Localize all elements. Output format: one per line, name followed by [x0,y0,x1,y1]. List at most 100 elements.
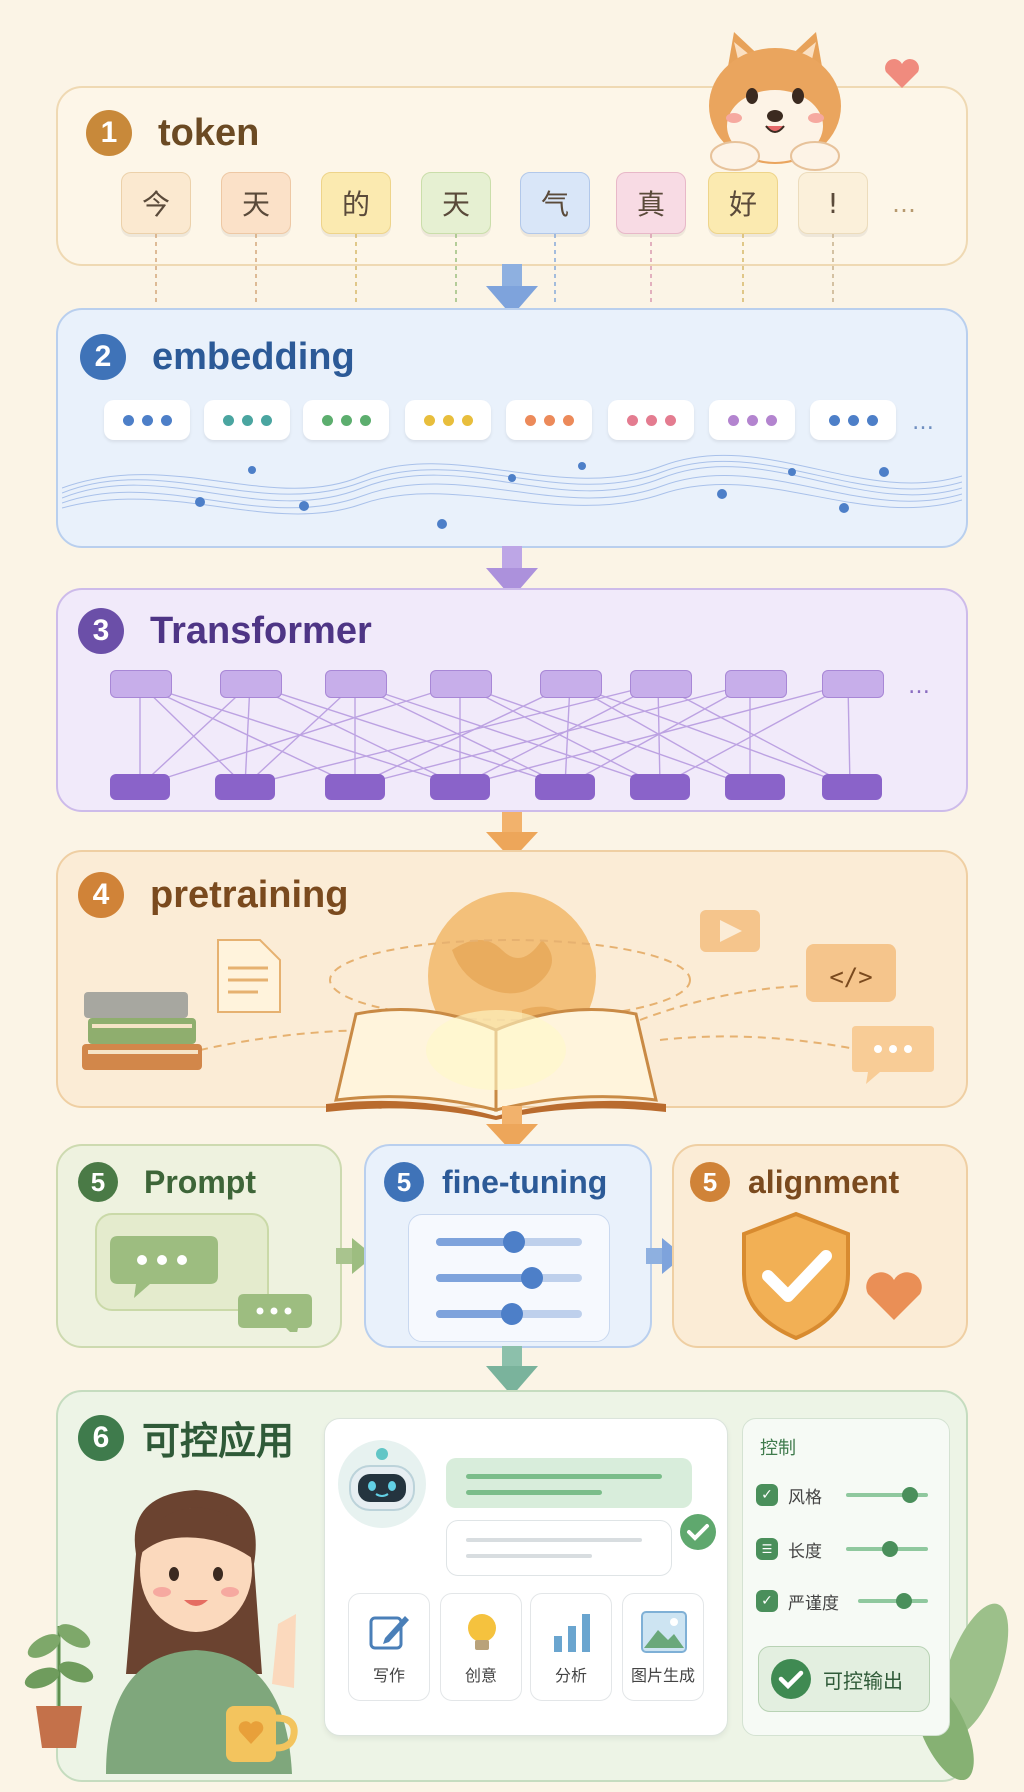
finetuning-title: 5 fine-tuning [384,1162,607,1202]
shield-check-icon [742,1211,850,1340]
embedding-vector [104,400,190,440]
attention-node [535,774,595,800]
embedding-wave [62,454,962,529]
embedding-vector [810,400,896,440]
embedding-vector [709,400,795,440]
book-stack-icon [82,992,202,1070]
control-title: 控制 [760,1438,796,1459]
token-connectors [155,234,834,304]
text-line [466,1490,602,1495]
attention-node [540,670,602,698]
prompt-title-text: Prompt [144,1163,256,1200]
embedding-title-text: embedding [152,335,355,378]
arrow-down-icon [486,812,538,860]
woman-icon [106,1490,296,1774]
token-chip: ! [798,172,868,234]
slider-icon [436,1231,582,1325]
stage-number-5: 5 [690,1162,730,1202]
check-icon: ✓ [756,1590,778,1612]
embedding-vector [303,400,389,440]
mug-icon [226,1706,298,1762]
robot-icon [338,1440,426,1528]
controlled-output-button[interactable]: 可控输出 [758,1646,930,1712]
stage-number-5: 5 [78,1162,118,1202]
feature-label: 图片生成 [630,1666,695,1685]
stage-number-6: 6 [78,1414,124,1461]
embedding-vector [204,400,290,440]
attention-node [822,774,882,800]
document-icon [217,939,281,1013]
feature-label: 创意 [464,1666,497,1685]
slider-thumb[interactable] [882,1541,898,1557]
control-label: 长度 [788,1541,822,1562]
embedding-title: 2 embedding [80,334,355,380]
token-chip: 今 [121,172,191,234]
attention-node [822,670,884,698]
lightbulb-icon [468,1614,496,1650]
arrow-down-icon [486,1346,538,1396]
transformer-title: 3 Transformer [78,608,372,654]
token-title-text: token [158,111,260,154]
alignment-title-text: alignment [748,1163,900,1200]
transformer-title-text: Transformer [150,609,372,652]
application-title-text: 可控应用 [142,1421,295,1463]
attention-network [139,683,851,787]
embedding-vector [506,400,592,440]
token-chip: 真 [616,172,686,234]
feature-button-creativity[interactable]: 创意 [440,1593,522,1701]
arrow-down-icon [486,264,538,316]
application-title: 6 可控应用 [78,1410,294,1465]
image-icon [641,1611,687,1653]
arrow-down-icon [486,546,538,598]
attention-node [430,774,490,800]
attention-node [110,670,172,698]
text-line [466,1474,662,1479]
token-more: … [892,190,916,218]
feature-button-analysis[interactable]: 分析 [530,1593,612,1701]
embedding-more: … [912,410,934,435]
token-chip: 天 [421,172,491,234]
feature-button-image-generation[interactable]: 图片生成 [622,1593,704,1701]
plant-icon [24,1624,94,1748]
transformer-panel [56,588,968,812]
attention-node [430,670,492,698]
attention-node [220,670,282,698]
feature-label: 写作 [372,1666,405,1685]
alignment-title: 5 alignment [690,1162,899,1202]
text-line [466,1554,592,1558]
attention-node [725,774,785,800]
slider-thumb[interactable] [896,1593,912,1609]
input-bubble [446,1520,672,1576]
embedding-vector [405,400,491,440]
control-slider-length[interactable] [846,1541,928,1557]
finetuning-title-text: fine-tuning [442,1163,608,1200]
control-style: ✓ 风格 [756,1480,822,1510]
pretraining-title: 4 pretraining [78,872,348,918]
check-icon [771,1659,811,1699]
heart-icon [885,59,919,88]
attention-node [215,774,275,800]
arrow-right-icon [336,1238,374,1274]
pencil-icon [369,1616,409,1650]
text-line [466,1538,642,1542]
bar-chart-icon [554,1614,590,1652]
token-chip: 气 [520,172,590,234]
control-slider-rigor[interactable] [858,1593,928,1609]
control-length: ☰ 长度 [756,1534,822,1564]
attention-node [725,670,787,698]
attention-node [325,670,387,698]
attention-node [630,774,690,800]
control-slider-style[interactable] [846,1487,928,1503]
chat-bubble-icon [852,1026,934,1084]
video-icon [700,910,760,952]
token-chip: 天 [221,172,291,234]
feature-button-writing[interactable]: 写作 [348,1593,430,1701]
stage-number-1: 1 [86,110,132,156]
check-icon [680,1514,716,1550]
attention-node [110,774,170,800]
token-chip: 好 [708,172,778,234]
control-label: 风格 [788,1487,822,1508]
control-rigor: ✓ 严谨度 [756,1586,839,1616]
token-title: 1 token [86,110,259,156]
slider-thumb[interactable] [902,1487,918,1503]
